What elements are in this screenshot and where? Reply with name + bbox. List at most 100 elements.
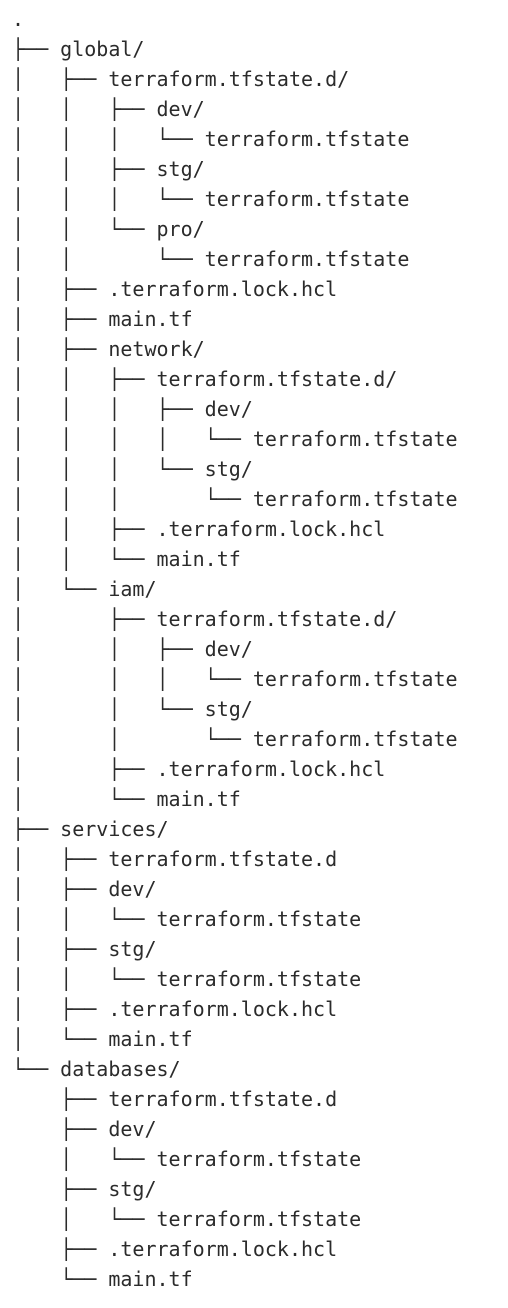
tree-line: │ ├── terraform.tfstate.d/ — [12, 604, 508, 634]
tree-line: │ ├── .terraform.lock.hcl — [12, 754, 508, 784]
tree-guide: │ │ ├── — [12, 157, 157, 181]
directory-name: dev/ — [108, 1117, 157, 1141]
directory-name: dev/ — [204, 397, 253, 421]
tree-line: │ │ │ └── terraform.tfstate — [12, 124, 508, 154]
tree-line: └── databases/ — [12, 1054, 508, 1084]
tree-guide: └── — [12, 1267, 109, 1291]
tree-guide: │ ├── — [12, 307, 109, 331]
tree-line: │ │ ├── dev/ — [12, 94, 508, 124]
directory-name: terraform.tfstate.d/ — [108, 67, 350, 91]
tree-line: │ ├── stg/ — [12, 934, 508, 964]
file-name: .terraform.lock.hcl — [108, 997, 338, 1021]
tree-guide: ├── — [12, 817, 61, 841]
tree-line: │ │ └── terraform.tfstate — [12, 964, 508, 994]
file-name: .terraform.lock.hcl — [108, 1237, 338, 1261]
file-name: terraform.tfstate — [252, 667, 458, 691]
file-name: .terraform.lock.hcl — [156, 757, 386, 781]
tree-line: │ │ └── stg/ — [12, 694, 508, 724]
tree-guide: │ │ └── — [12, 727, 253, 751]
tree-guide: │ │ ├── — [12, 517, 157, 541]
directory-name: . — [12, 7, 25, 31]
tree-line: │ └── main.tf — [12, 1024, 508, 1054]
tree-guide: │ │ └── — [12, 697, 205, 721]
tree-guide: │ │ │ └── — [12, 127, 205, 151]
tree-guide: │ │ │ └── — [12, 487, 253, 511]
tree-guide: │ └── — [12, 577, 109, 601]
file-name: terraform.tfstate — [252, 487, 458, 511]
tree-line: │ │ │ ├── dev/ — [12, 394, 508, 424]
tree-guide: │ │ └── — [12, 217, 157, 241]
tree-line: │ │ └── terraform.tfstate — [12, 244, 508, 274]
tree-guide: │ │ ├── — [12, 97, 157, 121]
tree-guide: │ │ └── — [12, 967, 157, 991]
tree-line: │ ├── network/ — [12, 334, 508, 364]
tree-guide: ├── — [12, 1237, 109, 1261]
tree-line: ├── .terraform.lock.hcl — [12, 1234, 508, 1264]
tree-guide: │ ├── — [12, 997, 109, 1021]
tree-line: ├── terraform.tfstate.d — [12, 1084, 508, 1114]
directory-name: network/ — [108, 337, 205, 361]
tree-guide: │ ├── — [12, 277, 109, 301]
directory-name: global/ — [60, 37, 145, 61]
tree-line: ├── services/ — [12, 814, 508, 844]
file-name: main.tf — [108, 307, 193, 331]
tree-guide: │ │ │ ├── — [12, 397, 205, 421]
tree-line: └── main.tf — [12, 1264, 508, 1294]
tree-guide: └── — [12, 1057, 61, 1081]
file-name: .terraform.lock.hcl — [156, 517, 386, 541]
tree-line: │ │ │ └── terraform.tfstate — [12, 484, 508, 514]
tree-line: │ │ ├── terraform.tfstate.d/ — [12, 364, 508, 394]
tree-guide: │ └── — [12, 1147, 157, 1171]
directory-name: terraform.tfstate.d/ — [156, 607, 398, 631]
file-name: terraform.tfstate — [204, 127, 410, 151]
tree-guide: │ ├── — [12, 877, 109, 901]
tree-guide: │ │ │ └── — [12, 187, 205, 211]
tree-guide: │ │ │ └── — [12, 457, 205, 481]
tree-guide: │ │ └── — [12, 547, 157, 571]
tree-guide: │ ├── — [12, 607, 157, 631]
tree-line: │ │ └── terraform.tfstate — [12, 904, 508, 934]
tree-line: │ │ ├── .terraform.lock.hcl — [12, 514, 508, 544]
tree-guide: ├── — [12, 1087, 109, 1111]
file-name: main.tf — [108, 1027, 193, 1051]
tree-line: ├── global/ — [12, 34, 508, 64]
tree-guide: │ └── — [12, 1207, 157, 1231]
directory-name: dev/ — [204, 637, 253, 661]
tree-guide: │ ├── — [12, 337, 109, 361]
directory-name: terraform.tfstate.d/ — [156, 367, 398, 391]
directory-name: pro/ — [156, 217, 205, 241]
directory-name: stg/ — [108, 937, 157, 961]
tree-line: │ │ │ └── terraform.tfstate — [12, 184, 508, 214]
tree-line: │ └── terraform.tfstate — [12, 1204, 508, 1234]
tree-line: │ │ └── terraform.tfstate — [12, 724, 508, 754]
tree-guide: │ │ ├── — [12, 367, 157, 391]
tree-line: │ │ ├── stg/ — [12, 154, 508, 184]
file-name: terraform.tfstate — [252, 427, 458, 451]
file-name: terraform.tfstate — [204, 247, 410, 271]
tree-guide: ├── — [12, 37, 61, 61]
file-name: terraform.tfstate — [156, 907, 362, 931]
file-name: terraform.tfstate — [252, 727, 458, 751]
tree-line: │ │ │ └── stg/ — [12, 454, 508, 484]
tree-line: │ ├── terraform.tfstate.d/ — [12, 64, 508, 94]
tree-line: │ └── iam/ — [12, 574, 508, 604]
tree-guide: │ ├── — [12, 757, 157, 781]
file-name: terraform.tfstate — [156, 967, 362, 991]
tree-guide: │ └── — [12, 787, 157, 811]
tree-guide: │ └── — [12, 1027, 109, 1051]
tree-guide: ├── — [12, 1177, 109, 1201]
tree-line: . — [12, 4, 508, 34]
file-name: terraform.tfstate.d — [108, 847, 338, 871]
file-name: main.tf — [156, 787, 241, 811]
directory-name: services/ — [60, 817, 169, 841]
tree-line: │ ├── .terraform.lock.hcl — [12, 274, 508, 304]
directory-name: stg/ — [204, 457, 253, 481]
directory-name: databases/ — [60, 1057, 181, 1081]
tree-line: │ └── main.tf — [12, 784, 508, 814]
directory-name: stg/ — [204, 697, 253, 721]
tree-guide: │ │ └── — [12, 907, 157, 931]
file-name: terraform.tfstate — [156, 1147, 362, 1171]
tree-line: │ ├── .terraform.lock.hcl — [12, 994, 508, 1024]
tree-guide: │ │ │ └── — [12, 667, 253, 691]
